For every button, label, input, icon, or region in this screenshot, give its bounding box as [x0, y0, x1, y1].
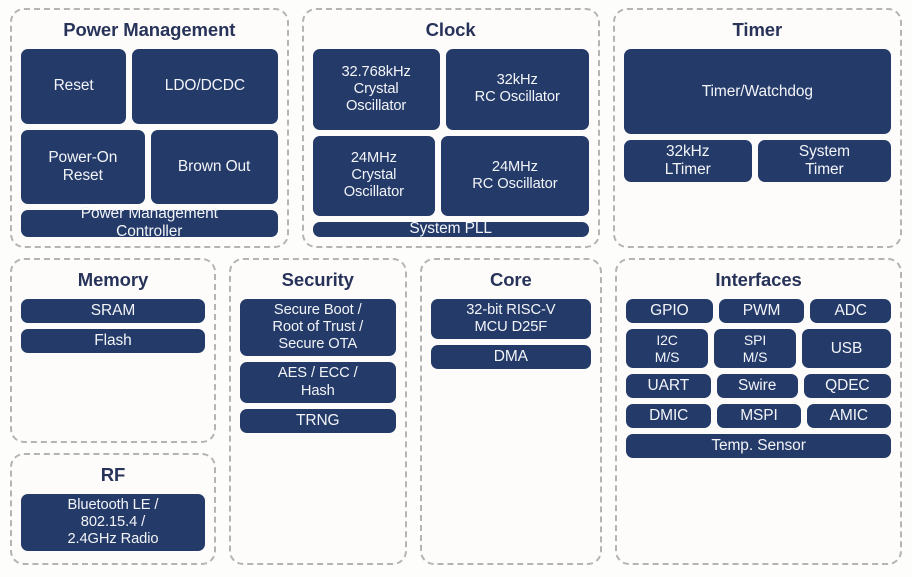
- panel-core[interactable]: Core 32-bit RISC-V MCU D25F DMA: [419, 258, 603, 565]
- panel-clock[interactable]: Clock 32.768kHz Crystal Oscillator 32kHz…: [301, 8, 600, 248]
- panel-body-core: 32-bit RISC-V MCU D25F DMA: [430, 299, 592, 554]
- panel-body-clock: 32.768kHz Crystal Oscillator 32kHz RC Os…: [312, 49, 589, 237]
- pm-grid-row-1: Reset LDO/DCDC: [21, 49, 278, 124]
- memory-row-1: SRAM: [21, 299, 205, 324]
- panel-body-interfaces: GPIO PWM ADC I2C M/S SPI M/S USB UART Sw…: [626, 299, 891, 554]
- block-amic[interactable]: AMIC: [806, 403, 891, 428]
- panel-title-memory: Memory: [77, 269, 149, 290]
- column-memory-rf: Memory SRAM Flash RF Bluetooth LE / 802.…: [10, 258, 216, 565]
- block-adc[interactable]: ADC: [810, 299, 891, 324]
- pm-grid-row-2: Power-On Reset Brown Out: [21, 129, 278, 204]
- block-usb[interactable]: USB: [802, 329, 891, 368]
- block-spi[interactable]: SPI M/S: [714, 329, 797, 368]
- panel-body-rf: Bluetooth LE / 802.15.4 / 2.4GHz Radio: [21, 494, 205, 554]
- panel-title-rf: RF: [100, 464, 126, 485]
- block-aes-ecc-hash[interactable]: AES / ECC / Hash: [239, 362, 396, 403]
- block-crystal-oscillator-32768khz[interactable]: 32.768kHz Crystal Oscillator: [312, 49, 440, 130]
- interfaces-row-5: Temp. Sensor: [626, 433, 891, 458]
- block-swire[interactable]: Swire: [716, 373, 798, 398]
- panel-body-security: Secure Boot / Root of Trust / Secure OTA…: [239, 299, 396, 554]
- block-riscv-mcu[interactable]: 32-bit RISC-V MCU D25F: [430, 299, 592, 340]
- interfaces-row-2: I2C M/S SPI M/S USB: [626, 329, 891, 368]
- panel-title-interfaces: Interfaces: [715, 269, 802, 290]
- diagram-row-bottom: Memory SRAM Flash RF Bluetooth LE / 802.…: [10, 258, 902, 565]
- memory-row-2: Flash: [21, 329, 205, 354]
- block-timer-watchdog[interactable]: Timer/Watchdog: [623, 49, 891, 135]
- timer-row-1: Timer/Watchdog: [623, 49, 891, 135]
- diagram-row-top: Power Management Reset LDO/DCDC Power-On…: [10, 8, 902, 248]
- block-dma[interactable]: DMA: [430, 345, 592, 370]
- block-secure-boot[interactable]: Secure Boot / Root of Trust / Secure OTA: [239, 299, 396, 357]
- panel-body-timer: Timer/Watchdog 32kHz LTimer System Timer: [623, 49, 891, 237]
- block-power-management-controller[interactable]: Power Management Controller: [21, 205, 278, 240]
- block-gpio[interactable]: GPIO: [626, 299, 713, 324]
- block-sram[interactable]: SRAM: [21, 299, 205, 324]
- panel-title-security: Security: [281, 269, 354, 290]
- panel-timer[interactable]: Timer Timer/Watchdog 32kHz LTimer System…: [612, 8, 902, 248]
- panel-security[interactable]: Security Secure Boot / Root of Trust / S…: [228, 258, 407, 565]
- panel-memory[interactable]: Memory SRAM Flash: [10, 258, 216, 443]
- panel-title-clock: Clock: [425, 19, 476, 40]
- pm-grid-row-3: Power Management Controller: [21, 205, 278, 240]
- clock-grid-row-3: System PLL: [312, 220, 589, 237]
- security-row-1: Secure Boot / Root of Trust / Secure OTA: [239, 299, 396, 357]
- block-mspi[interactable]: MSPI: [717, 403, 801, 428]
- block-i2c[interactable]: I2C M/S: [626, 329, 709, 368]
- security-row-3: TRNG: [239, 408, 396, 433]
- interfaces-row-4: DMIC MSPI AMIC: [626, 403, 891, 428]
- panel-title-timer: Timer: [732, 19, 783, 40]
- block-flash[interactable]: Flash: [21, 329, 205, 354]
- block-power-on-reset[interactable]: Power-On Reset: [21, 129, 145, 204]
- block-dmic[interactable]: DMIC: [626, 403, 712, 428]
- core-row-1: 32-bit RISC-V MCU D25F: [430, 299, 592, 340]
- block-crystal-oscillator-24mhz[interactable]: 24MHz Crystal Oscillator: [312, 135, 436, 216]
- block-system-pll[interactable]: System PLL: [312, 220, 589, 237]
- block-brown-out[interactable]: Brown Out: [150, 129, 278, 204]
- block-uart[interactable]: UART: [626, 373, 711, 398]
- block-system-timer[interactable]: System Timer: [757, 140, 891, 183]
- block-radio[interactable]: Bluetooth LE / 802.15.4 / 2.4GHz Radio: [21, 494, 205, 552]
- security-row-2: AES / ECC / Hash: [239, 362, 396, 403]
- interfaces-row-1: GPIO PWM ADC: [626, 299, 891, 324]
- panel-title-core: Core: [489, 269, 532, 290]
- block-pwm[interactable]: PWM: [718, 299, 805, 324]
- block-reset[interactable]: Reset: [21, 49, 127, 124]
- panel-rf[interactable]: RF Bluetooth LE / 802.15.4 / 2.4GHz Radi…: [10, 453, 216, 565]
- block-temp-sensor[interactable]: Temp. Sensor: [626, 433, 891, 458]
- block-ldo-dcdc[interactable]: LDO/DCDC: [132, 49, 278, 124]
- block-rc-oscillator-24mhz[interactable]: 24MHz RC Oscillator: [441, 135, 589, 216]
- rf-row-1: Bluetooth LE / 802.15.4 / 2.4GHz Radio: [21, 494, 205, 552]
- panel-power-management[interactable]: Power Management Reset LDO/DCDC Power-On…: [10, 8, 289, 248]
- clock-grid-row-1: 32.768kHz Crystal Oscillator 32kHz RC Os…: [312, 49, 589, 130]
- interfaces-row-3: UART Swire QDEC: [626, 373, 891, 398]
- panel-title-power-management: Power Management: [63, 19, 236, 40]
- block-trng[interactable]: TRNG: [239, 408, 396, 433]
- clock-grid-row-2: 24MHz Crystal Oscillator 24MHz RC Oscill…: [312, 135, 589, 216]
- block-ltimer-32khz[interactable]: 32kHz LTimer: [623, 140, 752, 183]
- block-qdec[interactable]: QDEC: [803, 373, 891, 398]
- panel-body-memory: SRAM Flash: [21, 299, 205, 432]
- panel-interfaces[interactable]: Interfaces GPIO PWM ADC I2C M/S SPI M/S …: [615, 258, 902, 565]
- panel-body-power-management: Reset LDO/DCDC Power-On Reset Brown Out …: [21, 49, 278, 240]
- timer-row-2: 32kHz LTimer System Timer: [623, 140, 891, 183]
- core-row-2: DMA: [430, 345, 592, 370]
- block-rc-oscillator-32khz[interactable]: 32kHz RC Oscillator: [445, 49, 589, 130]
